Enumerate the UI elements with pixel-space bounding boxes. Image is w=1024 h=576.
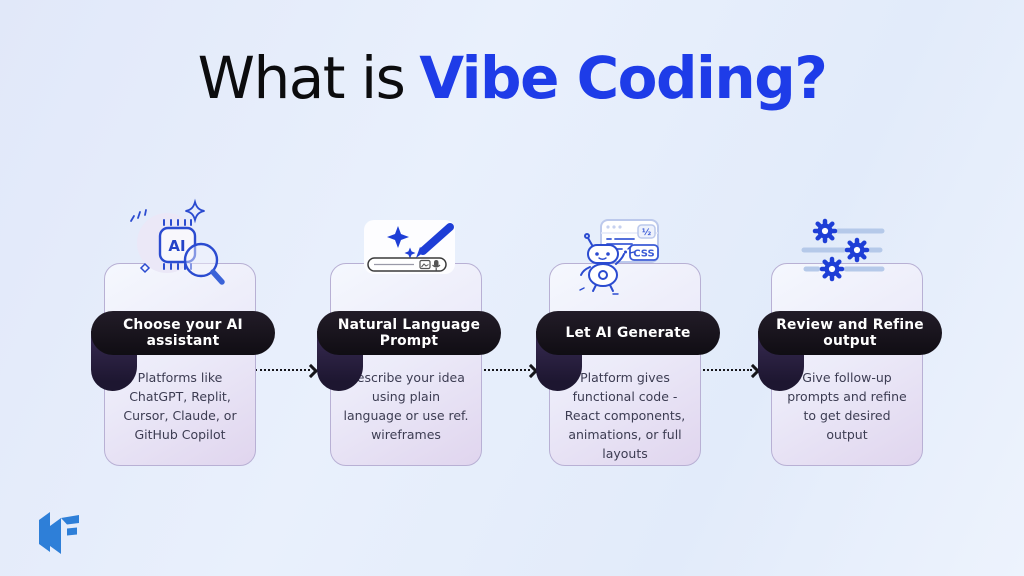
arrowhead-icon: [303, 363, 319, 379]
natural-language-prompt-icon: [364, 220, 455, 274]
step-1-title: Choose your AI assistant: [123, 316, 243, 349]
title-prefix: What is: [197, 44, 406, 112]
brand-logo: [39, 512, 79, 554]
step-4-title: Review and Refine output: [776, 316, 924, 349]
ai-chip-label: AI: [168, 237, 185, 255]
pen-tip: [416, 247, 424, 258]
image-mountain: [421, 263, 429, 268]
diamond-sparkle-icon: [139, 262, 151, 274]
motion-dashes: [130, 209, 147, 222]
small-sparkle-icon: [404, 247, 416, 259]
robot-icon: [579, 233, 635, 295]
review-refine-icon: [801, 218, 885, 282]
step-1-description: Platforms like ChatGPT, Replit, Cursor, …: [123, 370, 237, 442]
step-1-title-pill: Choose your AI assistant: [91, 311, 275, 355]
connector-arrow-1: [255, 363, 319, 379]
magnifier-icon: [183, 242, 219, 278]
slider-lines: [801, 228, 885, 272]
fraction-badge: [637, 224, 656, 239]
step-3-title: Let AI Generate: [565, 324, 691, 341]
gear-icon: [812, 218, 870, 282]
dotted-line: [255, 369, 310, 371]
connector-arrow-3: [696, 363, 761, 379]
step-card-4: Give follow-up prompts and refine to get…: [771, 263, 923, 466]
mic-stand: [432, 264, 441, 271]
step-4-description: Give follow-up prompts and refine to get…: [787, 370, 907, 442]
dotted-line: [476, 369, 530, 371]
step-card-2: Describe your idea using plain language …: [330, 263, 482, 466]
step-2-description: Describe your idea using plain language …: [343, 370, 469, 442]
step-3-description: Platform gives functional code - React c…: [564, 370, 686, 461]
step-4-title-pill: Review and Refine output: [758, 311, 942, 355]
ai-assistant-icon: AI: [130, 198, 225, 285]
sparkle-star-icon: [185, 198, 205, 224]
dotted-line: [696, 369, 752, 371]
image-icon: [419, 259, 431, 270]
step-2-title-pill: Natural Language Prompt: [317, 311, 501, 355]
css-badge-label: CSS: [633, 249, 654, 260]
step-2-title: Natural Language Prompt: [337, 316, 481, 349]
connector-arrow-2: [476, 363, 539, 379]
pen-icon: [419, 223, 454, 255]
step-card-1: Platforms like ChatGPT, Replit, Cursor, …: [104, 263, 256, 466]
window-dots: [606, 225, 622, 229]
fraction-badge-label: ½: [642, 227, 651, 238]
step-3-title-pill: Let AI Generate: [536, 311, 720, 355]
mic-icon: [434, 260, 439, 267]
title-highlight: Vibe Coding?: [419, 44, 828, 112]
ai-generate-icon: ½ CSS: [579, 219, 659, 295]
sparkle-icon: [387, 226, 409, 248]
magnifier-handle: [210, 269, 225, 285]
